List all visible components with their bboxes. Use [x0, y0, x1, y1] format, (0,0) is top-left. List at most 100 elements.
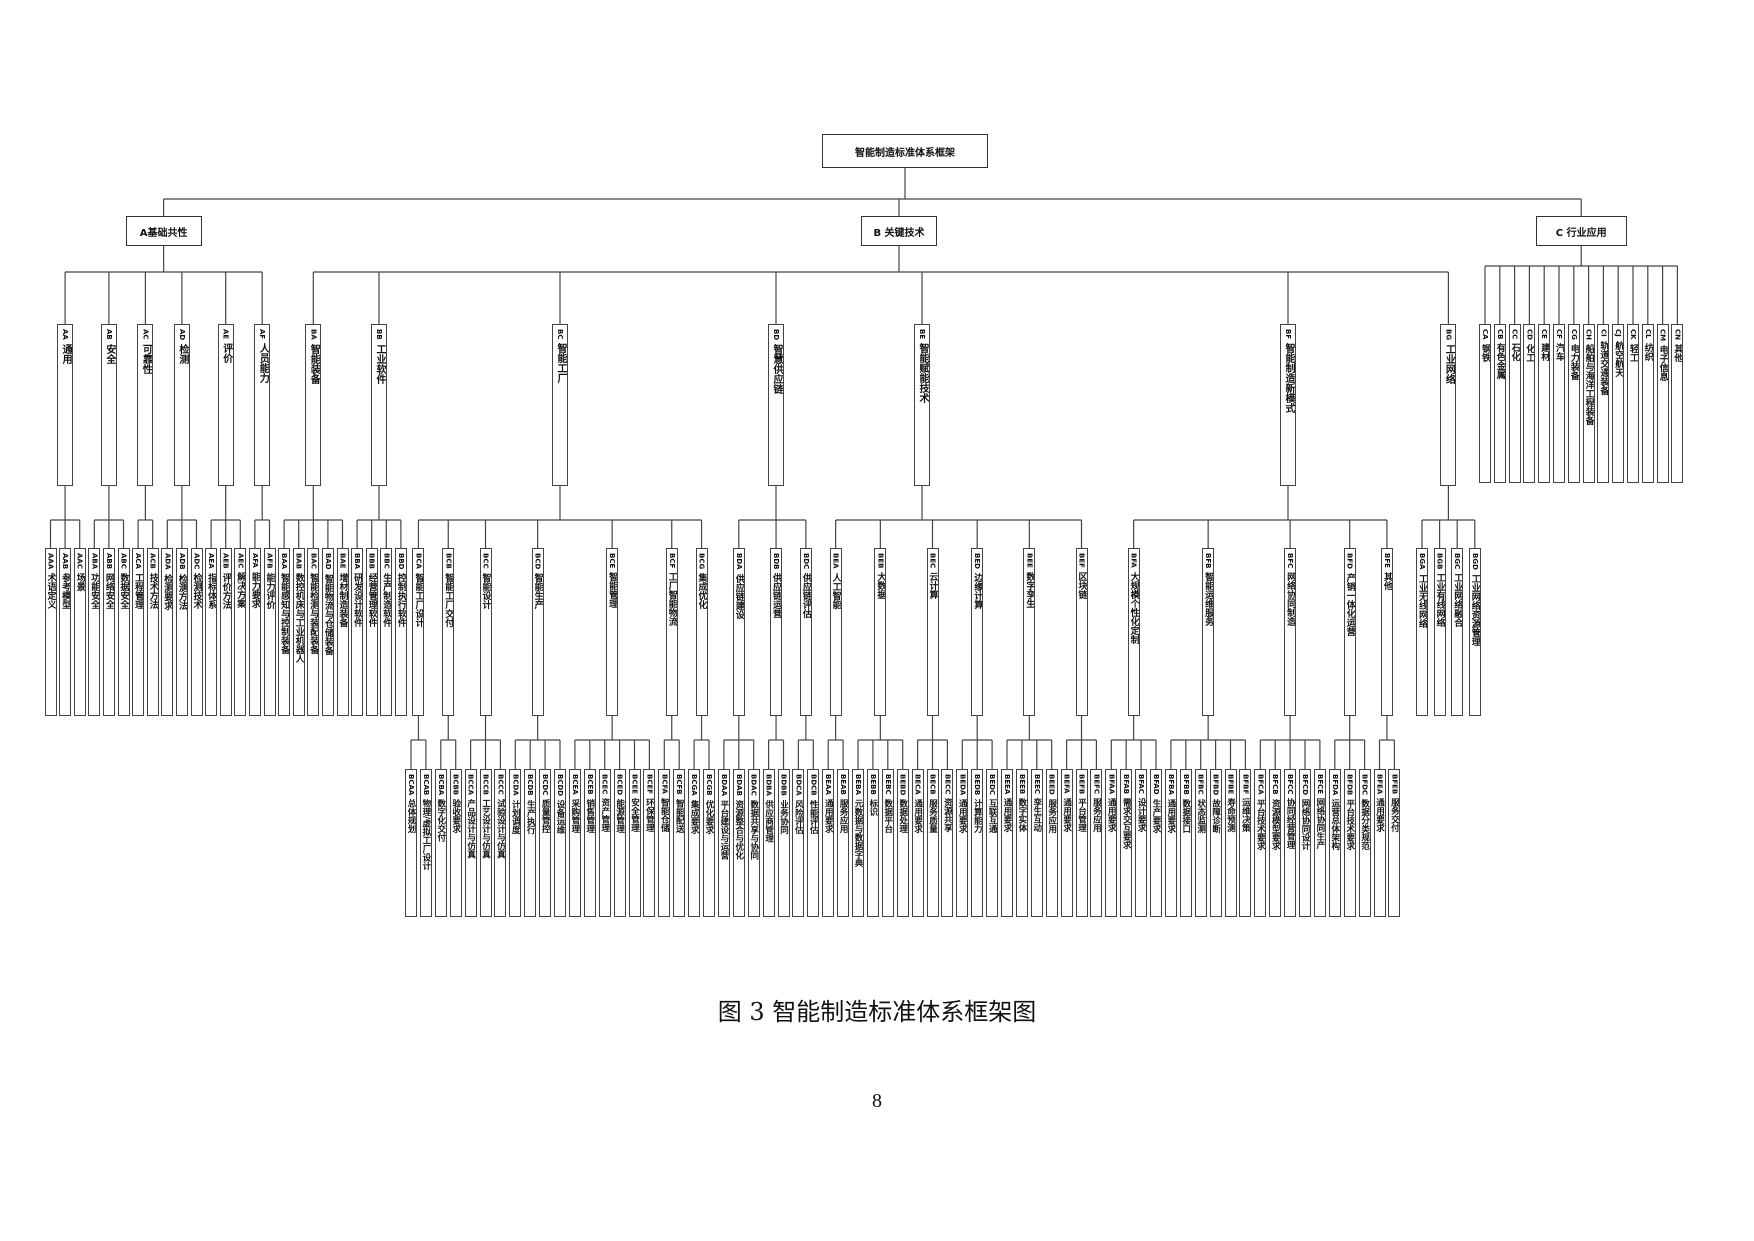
- node-code: CC: [1510, 329, 1519, 340]
- standard-item-node: BCFA智能仓储: [658, 769, 671, 917]
- node-code: AE: [221, 329, 230, 340]
- node-name: 供应链评估: [800, 573, 811, 619]
- node-code: BFAB: [1122, 774, 1131, 795]
- node-name: 检测方法: [176, 573, 187, 610]
- node-code: CF: [1555, 329, 1563, 339]
- node-name: 优化要求: [704, 799, 714, 834]
- node-code: BAA: [280, 553, 289, 570]
- node-name: 资源整合与优化: [733, 799, 744, 860]
- node-code: BEBA: [854, 774, 862, 795]
- subcategory-node: AEC解决方案: [234, 548, 247, 716]
- node-code: AFB: [265, 553, 274, 569]
- node-name: 技术方法: [147, 572, 158, 609]
- node-code: ADA: [163, 553, 172, 570]
- category-node: AB安全: [100, 324, 117, 486]
- subcategory-node: BDA供应链建设: [732, 548, 745, 716]
- node-code: BEC: [928, 553, 937, 569]
- node-name: 平台建设与运营: [718, 799, 729, 860]
- node-name: 化工: [1524, 343, 1535, 362]
- node-code: BECC: [943, 774, 952, 795]
- node-code: BCC: [481, 553, 490, 569]
- node-code: ACA: [134, 553, 143, 569]
- node-name: 智能生产: [532, 573, 543, 610]
- category-node: BF智能制造新模式: [1280, 324, 1296, 486]
- node-code: BEBB: [868, 774, 877, 795]
- node-code: BCEE: [630, 774, 639, 795]
- node-code: BA: [309, 329, 318, 340]
- node-name: 智能运维服务: [1203, 572, 1214, 627]
- node-name: 服务应用: [1091, 798, 1102, 833]
- node-code: BFBB: [1181, 774, 1190, 795]
- subcategory-node: AEA指标体系: [205, 548, 218, 716]
- node-name: 数控机床与工业机器人: [293, 573, 304, 664]
- subcategory-node: BBD控制执行软件: [394, 548, 407, 716]
- node-name: 评价方法: [220, 572, 231, 609]
- node-name: 场景: [74, 572, 85, 591]
- node-name: 数字孪生: [1024, 571, 1035, 608]
- subcategory-node: AAB参考模型: [59, 548, 72, 716]
- node-name: 区块链: [1076, 571, 1087, 599]
- node-name: 通用要求: [1002, 798, 1012, 833]
- node-code: AAC: [75, 553, 84, 569]
- node-code: BCEC: [600, 774, 609, 795]
- node-code: BFBC: [1196, 774, 1205, 795]
- standard-item-node: BCEC资产管理: [598, 769, 611, 917]
- subcategory-node: BCC 智能设计: [479, 548, 492, 716]
- subcategory-node: BCG集成优化: [695, 548, 708, 716]
- node-name: 智能设计: [480, 572, 491, 609]
- node-code: AAB: [61, 553, 70, 570]
- node-name: 集成优化: [696, 573, 707, 610]
- node-name: 元数据与数据字典: [853, 798, 863, 867]
- subcategory-node: ABC数据安全: [117, 548, 130, 716]
- node-code: BEEB: [1017, 774, 1026, 795]
- node-code: BEA: [831, 553, 840, 569]
- category-node: AA通用: [57, 324, 74, 486]
- node-name: 智能仓储: [659, 797, 670, 832]
- node-name: 质量管控: [540, 799, 551, 834]
- node-code: BCGB: [705, 774, 713, 796]
- node-name: 验收要求: [450, 799, 461, 834]
- node-code: BECB: [928, 774, 937, 795]
- standard-item-node: BCFB智能配送: [673, 769, 686, 917]
- node-name: 运营总体架构: [1329, 799, 1340, 851]
- node-code: CN: [1673, 329, 1682, 340]
- node-name: 通用要求: [823, 798, 834, 833]
- node-name: 工业网络: [1443, 344, 1455, 385]
- node-name: 解决方案: [235, 572, 246, 609]
- category-node: BC智能工厂: [552, 324, 568, 486]
- node-name: 物理/虚拟工厂设计: [420, 799, 431, 871]
- standard-item-node: BEBA 元数据与数据字典: [852, 769, 864, 917]
- node-code: BCCB: [481, 774, 490, 795]
- category-node: BA智能装备: [305, 324, 322, 486]
- node-code: BC: [556, 329, 564, 340]
- subcategory-node: BCA智能工厂设计: [412, 548, 425, 716]
- node-code: BCAA: [407, 774, 415, 796]
- node-name: 风险评估: [793, 799, 804, 834]
- node-code: BCEA: [570, 774, 579, 795]
- node-name: 性能评估: [808, 799, 819, 834]
- standard-item-node: BEEC孪生互动: [1030, 769, 1043, 917]
- node-name: 数据安全: [118, 572, 129, 609]
- node-name: 总体规划: [406, 799, 416, 834]
- subcategory-node: BBA研发设计软件: [351, 548, 364, 716]
- node-name: 生产执行: [525, 799, 536, 834]
- node-code: CM: [1658, 329, 1667, 342]
- node-code: BFCB: [1271, 774, 1280, 795]
- node-code: CA: [1481, 329, 1489, 340]
- subcategory-node: BGD工业网络资源管理: [1468, 548, 1481, 716]
- standard-item-node: BECA通用要求: [911, 769, 924, 917]
- node-name: 工艺设计与仿真: [480, 798, 491, 859]
- node-code: BDBA: [764, 774, 773, 796]
- node-name: 智能物流与仓储装备: [322, 573, 333, 655]
- node-name: 其他: [1672, 344, 1683, 362]
- node-name: 智能赋能技术: [917, 343, 928, 404]
- subcategory-node: ACA工程管理: [132, 548, 145, 716]
- subcategory-node: BAC智能检测与装配装备: [307, 548, 320, 716]
- node-code: BGD: [1470, 553, 1479, 570]
- node-name: 通用要求: [1106, 798, 1117, 833]
- node-name: 集成要求: [689, 799, 700, 834]
- node-name: 通用要求: [1061, 797, 1072, 832]
- node-name: 服务应用: [1046, 798, 1057, 833]
